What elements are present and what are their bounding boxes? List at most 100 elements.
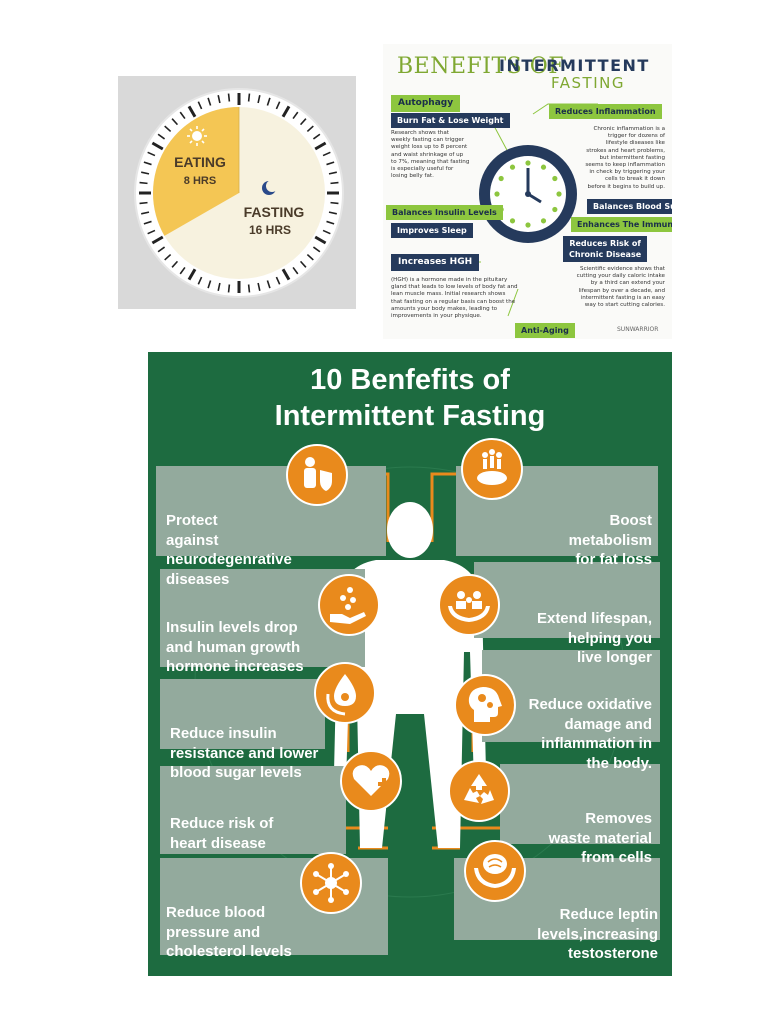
clock-tick <box>197 101 203 110</box>
clock-tick <box>266 97 271 106</box>
clock-dot <box>540 164 547 170</box>
clock-tick <box>281 268 291 281</box>
clock-tick <box>306 125 314 133</box>
network-icon <box>300 852 362 914</box>
clock-tick <box>197 276 203 285</box>
clock-tick <box>322 229 331 235</box>
blood-drop-icon <box>314 662 376 724</box>
benefits-title-sub: FASTING <box>551 74 625 92</box>
clock-tick <box>257 95 261 104</box>
ten-benefits-infographic: 10 Benfefits of Intermittent Fasting Pro… <box>148 352 672 976</box>
clock-tick <box>227 284 231 293</box>
clock-tick <box>164 125 172 133</box>
fasting-label: FASTING <box>244 204 305 220</box>
clock-ticks <box>139 93 339 293</box>
clock-tick <box>292 111 299 120</box>
person-shield-icon <box>286 444 348 506</box>
eating-hours: 8 HRS <box>184 175 216 187</box>
clock-dot <box>525 160 531 166</box>
clock-tick <box>312 246 321 253</box>
benefits-title-main: INTERMITTENT <box>499 56 650 75</box>
moon-icon <box>262 180 278 195</box>
clock-dot <box>509 218 516 224</box>
clock-tick <box>187 268 197 281</box>
tag-balances-insulin: Balances Insulin Levels <box>386 205 503 220</box>
clock-tick <box>139 201 148 205</box>
clock-tick <box>139 181 148 185</box>
brand-logo: SUNWARRIOR <box>617 326 659 333</box>
clock-tick <box>179 111 186 120</box>
clock-tick <box>326 220 335 225</box>
clock-tick <box>157 133 166 140</box>
clock-tick <box>151 141 164 151</box>
clock-tick <box>328 171 337 175</box>
clock-tick <box>141 211 150 215</box>
clock-tick <box>147 151 156 157</box>
people-podium-icon <box>461 438 523 500</box>
heart-plus-icon <box>340 750 402 812</box>
clock-tick <box>157 246 166 253</box>
infographic-title: 10 Benfefits of Intermittent Fasting <box>274 364 546 432</box>
clock-tick <box>314 235 327 245</box>
card-extend-lifespan <box>474 562 660 638</box>
clock-tick <box>171 260 179 268</box>
eating-wedge <box>152 107 239 236</box>
card-protect-neuro <box>156 466 386 556</box>
clock-tick <box>266 280 271 289</box>
benefits-connectors <box>443 103 608 317</box>
clock-dot <box>556 191 562 197</box>
clock-tick <box>281 105 291 118</box>
clock-tick <box>143 220 152 225</box>
clock-dot <box>552 175 558 182</box>
benefits-title-prefix: BENEFITS OF <box>397 54 565 79</box>
fasting-hours: 16 HRS <box>249 223 291 237</box>
clock-tick <box>179 266 186 275</box>
clock-tick <box>147 229 156 235</box>
tag-enhances-immune: Enhances The Immune System <box>571 217 672 232</box>
hands-brain-icon <box>464 840 526 902</box>
clock-tick <box>143 161 152 166</box>
clock-tick <box>312 133 321 140</box>
tag-reduces-inflammation: Reduces Inflammation <box>549 104 662 119</box>
card-insulin-resistance <box>160 679 325 749</box>
tag-anti-aging: Anti-Aging <box>515 323 575 338</box>
clock-dot <box>494 191 500 197</box>
hands-family-icon <box>438 574 500 636</box>
clock-tick <box>247 93 251 102</box>
clock-dot <box>498 175 504 182</box>
clock-tick <box>187 105 197 118</box>
clock-tick <box>141 171 150 175</box>
clock-tick <box>227 93 231 102</box>
card-waste-material <box>500 764 660 844</box>
clock-tick <box>275 101 281 110</box>
head-gears-icon <box>454 674 516 736</box>
clock-tick <box>171 118 179 126</box>
tag-improves-sleep: Improves Sleep <box>391 223 473 238</box>
clock-tick <box>326 161 335 166</box>
clock-tick <box>164 253 172 261</box>
clock-tick <box>299 260 307 268</box>
clock-dot <box>540 218 547 224</box>
tag-increases-hgh: Increases HGH <box>391 254 480 271</box>
card-heart-disease <box>160 766 346 854</box>
sun-icon <box>187 126 207 146</box>
clock-tick <box>151 235 164 245</box>
clock-tick <box>207 97 212 106</box>
tag-balances-blood-sugar: Balances Blood Sugar <box>587 199 672 214</box>
clock-tick <box>322 151 331 157</box>
para-hgh: (HGH) is a hormone made in the pituitary… <box>391 277 518 320</box>
clock-dot <box>525 222 531 228</box>
clock-dot <box>552 206 558 213</box>
clock-tick <box>217 95 221 104</box>
